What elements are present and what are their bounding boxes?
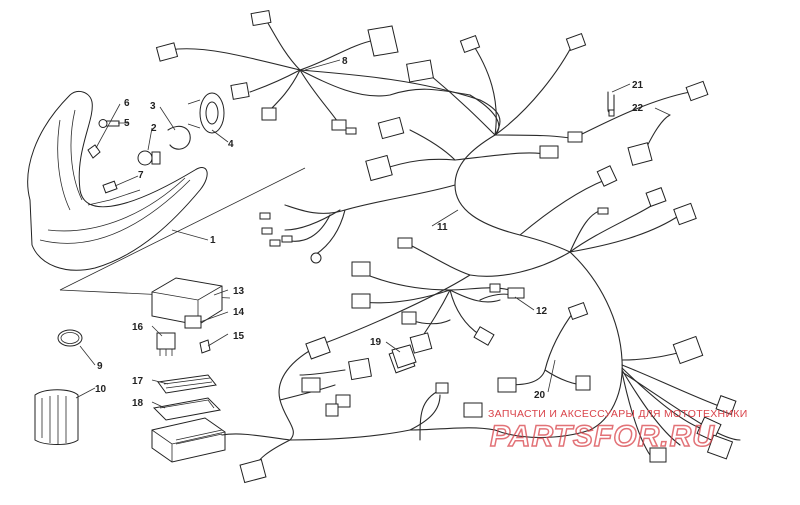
callout-15: 15 <box>233 331 245 342</box>
callout-3: 3 <box>150 101 156 112</box>
callout-22: 22 <box>632 103 644 114</box>
callout-8: 8 <box>342 56 348 67</box>
watermark: ЗАПЧАСТИ И АКСЕССУАРЫ ДЛЯ МОТОТЕХНИКИ PA… <box>488 408 748 454</box>
watermark-tagline: ЗАПЧАСТИ И АКСЕССУАРЫ ДЛЯ МОТОТЕХНИКИ <box>488 408 748 420</box>
part-7-socket <box>102 180 118 194</box>
callout-2: 2 <box>151 123 157 134</box>
relay-box <box>151 277 223 326</box>
callout-10: 10 <box>95 384 107 395</box>
screw-5 <box>98 119 120 128</box>
callout-7: 7 <box>138 170 144 181</box>
callout-numbers: 6 5 2 3 4 7 8 1 11 12 13 14 15 16 17 18 … <box>95 56 644 409</box>
rubber-cover <box>187 92 225 134</box>
callout-13: 13 <box>233 286 245 297</box>
callout-4: 4 <box>228 139 234 150</box>
callout-9: 9 <box>97 361 103 372</box>
callout-5: 5 <box>124 118 130 129</box>
fuse-label-17 <box>157 374 217 394</box>
watermark-brand: PARTSFOR.RU <box>490 420 715 453</box>
callout-11: 11 <box>437 222 448 233</box>
headlight-bulb <box>137 150 161 166</box>
fuse-15 <box>199 339 211 354</box>
main-harness <box>169 17 741 471</box>
fuse-cover-18 <box>152 397 222 421</box>
leader-lines <box>75 59 671 409</box>
screw-6 <box>87 144 101 159</box>
callout-16: 16 <box>132 322 144 333</box>
callout-1: 1 <box>210 235 216 246</box>
headlight-assembly <box>27 91 208 271</box>
callout-12: 12 <box>536 306 548 317</box>
ring-terminals <box>259 127 609 264</box>
relay-small-14 <box>184 315 202 329</box>
protective-sleeve <box>34 389 79 445</box>
callout-20: 20 <box>534 390 546 401</box>
callout-6: 6 <box>124 98 130 109</box>
relay-16 <box>156 332 176 356</box>
bulb-retainer-clip <box>167 125 191 150</box>
callout-19: 19 <box>370 337 382 348</box>
ring-clamp <box>57 329 83 347</box>
callout-21: 21 <box>632 80 644 91</box>
callout-14: 14 <box>233 307 245 318</box>
callout-18: 18 <box>132 398 144 409</box>
fuse-box <box>151 417 226 463</box>
clip-21 <box>607 91 615 117</box>
callout-17: 17 <box>132 376 144 387</box>
